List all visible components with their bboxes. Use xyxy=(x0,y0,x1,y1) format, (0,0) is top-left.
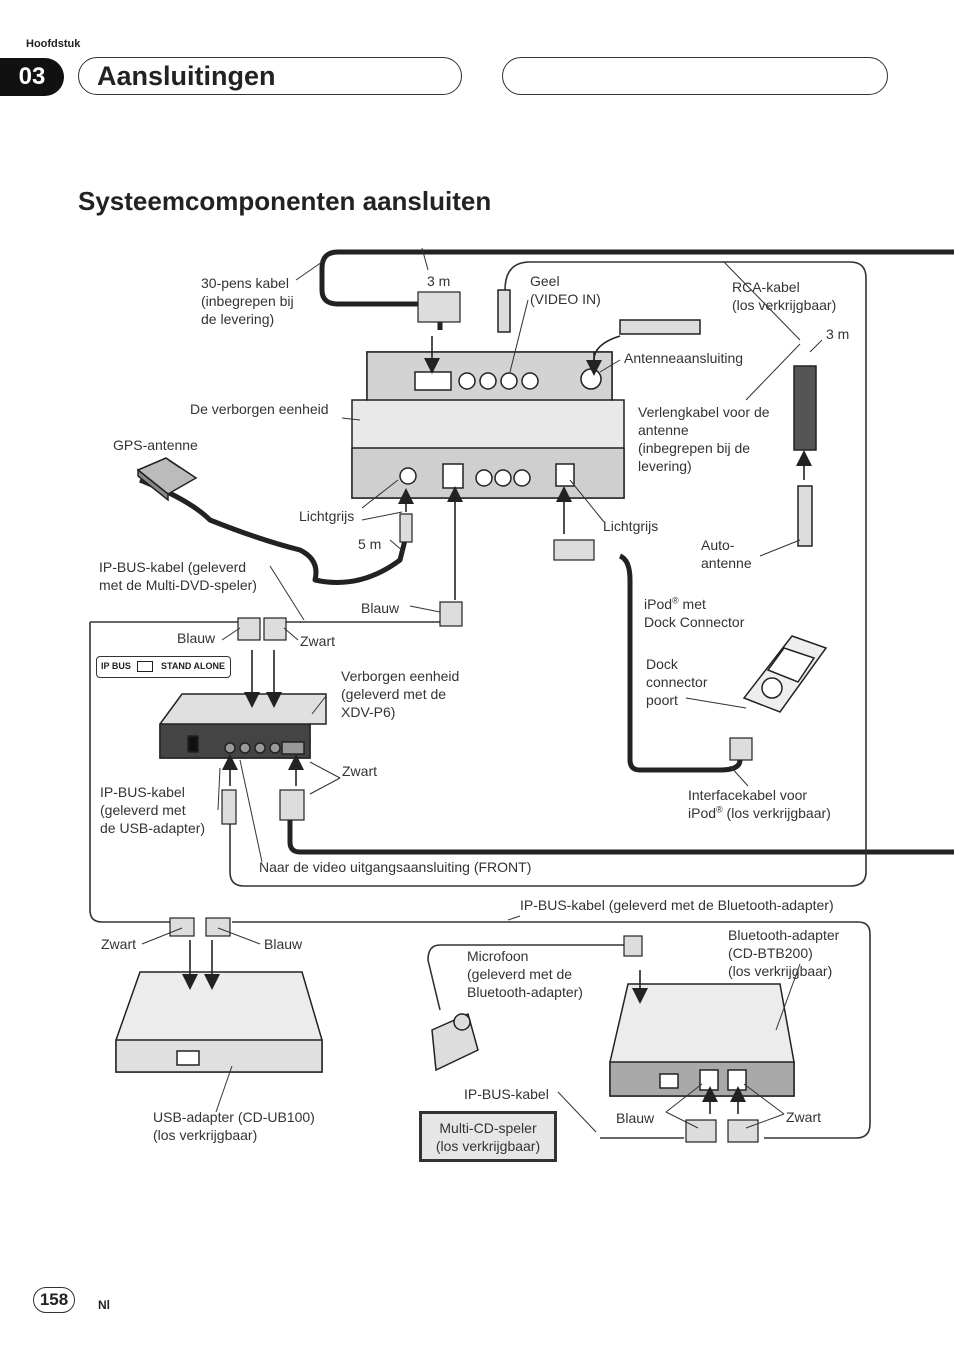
label-blauw-bt: Blauw xyxy=(616,1110,655,1126)
label-gps-antenne: GPS-antenne xyxy=(113,437,198,453)
usb-adapter-device xyxy=(115,971,323,1073)
label-verborgen-eenheid: De verborgen eenheid xyxy=(190,401,329,417)
label-ip-bus-bt: IP-BUS-kabel (geleverd met de Bluetooth-… xyxy=(520,897,834,913)
label-interfacekabel: Interfacekabel voor iPod® (los verkrijgb… xyxy=(688,787,831,821)
label-5m: 5 m xyxy=(358,536,382,552)
label-verborgen-xdv: Verborgen eenheid (geleverd met de XDV-P… xyxy=(341,668,460,720)
label-zwart-bt: Zwart xyxy=(786,1109,821,1125)
label-zwart-top: Zwart xyxy=(300,633,335,649)
label-zwart-usb: Zwart xyxy=(101,936,136,952)
leader-lines xyxy=(141,247,823,1133)
chapter-label: Hoofdstuk xyxy=(26,38,81,50)
ip-bus-switch: IP BUS STAND ALONE xyxy=(96,656,231,678)
label-auto-antenne: Auto- antenne xyxy=(701,537,752,571)
hidden-unit-main xyxy=(351,351,625,499)
ipod-device xyxy=(742,635,828,713)
microphone xyxy=(431,1012,479,1072)
bluetooth-adapter-device xyxy=(609,983,795,1097)
label-naar-video: Naar de video uitgangsaansluiting (FRONT… xyxy=(259,859,532,875)
switch-stand-alone-label: STAND ALONE xyxy=(161,661,225,671)
switch-slider-icon xyxy=(137,661,153,672)
section-title: Systeemcomponenten aansluiten xyxy=(78,186,492,216)
chapter-number-badge: 03 xyxy=(0,58,64,96)
label-blauw-left: Blauw xyxy=(177,630,216,646)
connection-arrows xyxy=(182,335,812,1114)
label-dock-poort: Dock connector poort xyxy=(646,656,708,708)
label-3m-top: 3 m xyxy=(427,273,451,289)
label-usb-adapter: USB-adapter (CD-UB100) (los verkrijgbaar… xyxy=(153,1109,315,1143)
chapter-title: Aansluitingen xyxy=(78,57,462,95)
thick-cables xyxy=(139,249,954,855)
label-lichtgrijs-left: Lichtgrijs xyxy=(299,508,355,524)
label-ipod-dock: iPod® met Dock Connector xyxy=(644,595,745,630)
label-3m-right: 3 m xyxy=(826,326,850,342)
switch-ip-bus-label: IP BUS xyxy=(101,661,131,671)
label-30-pens-kabel: 30-pens kabel (inbegrepen bij de leverin… xyxy=(201,275,294,327)
label-ip-bus-usb: IP-BUS-kabel (geleverd met de USB-adapte… xyxy=(100,784,206,836)
multi-cd-player-box: Multi-CD-speler (los verkrijgbaar) xyxy=(419,1111,557,1162)
label-antenneaansluiting: Antenneaansluiting xyxy=(624,350,744,366)
label-zwart-mid: Zwart xyxy=(342,763,377,779)
label-geel: Geel (VIDEO IN) xyxy=(530,273,601,307)
header-empty-pill xyxy=(502,57,888,95)
label-blauw-mid: Blauw xyxy=(361,600,400,616)
hidden-unit-xdv xyxy=(159,693,327,759)
gps-antenna xyxy=(136,457,198,502)
page-number: 158 xyxy=(33,1287,75,1313)
antenna-plugs xyxy=(497,289,817,547)
label-lichtgrijs-right: Lichtgrijs xyxy=(603,518,659,534)
thin-cables xyxy=(89,261,871,1139)
label-bt-adapter: Bluetooth-adapter (CD-BTB200) (los verkr… xyxy=(728,927,840,979)
label-verlengkabel: Verlengkabel voor de antenne (inbegrepen… xyxy=(638,404,770,474)
label-rca-kabel: RCA-kabel (los verkrijgbaar) xyxy=(732,279,837,313)
label-microfoon: Microfoon (geleverd met de Bluetooth-ada… xyxy=(467,948,583,1000)
label-ip-bus-kabel: IP-BUS-kabel xyxy=(464,1086,549,1102)
label-blauw-usb: Blauw xyxy=(264,936,303,952)
label-ip-bus-dvd: IP-BUS-kabel (geleverd met de Multi-DVD-… xyxy=(99,559,257,593)
language-code: Nl xyxy=(98,1298,110,1312)
